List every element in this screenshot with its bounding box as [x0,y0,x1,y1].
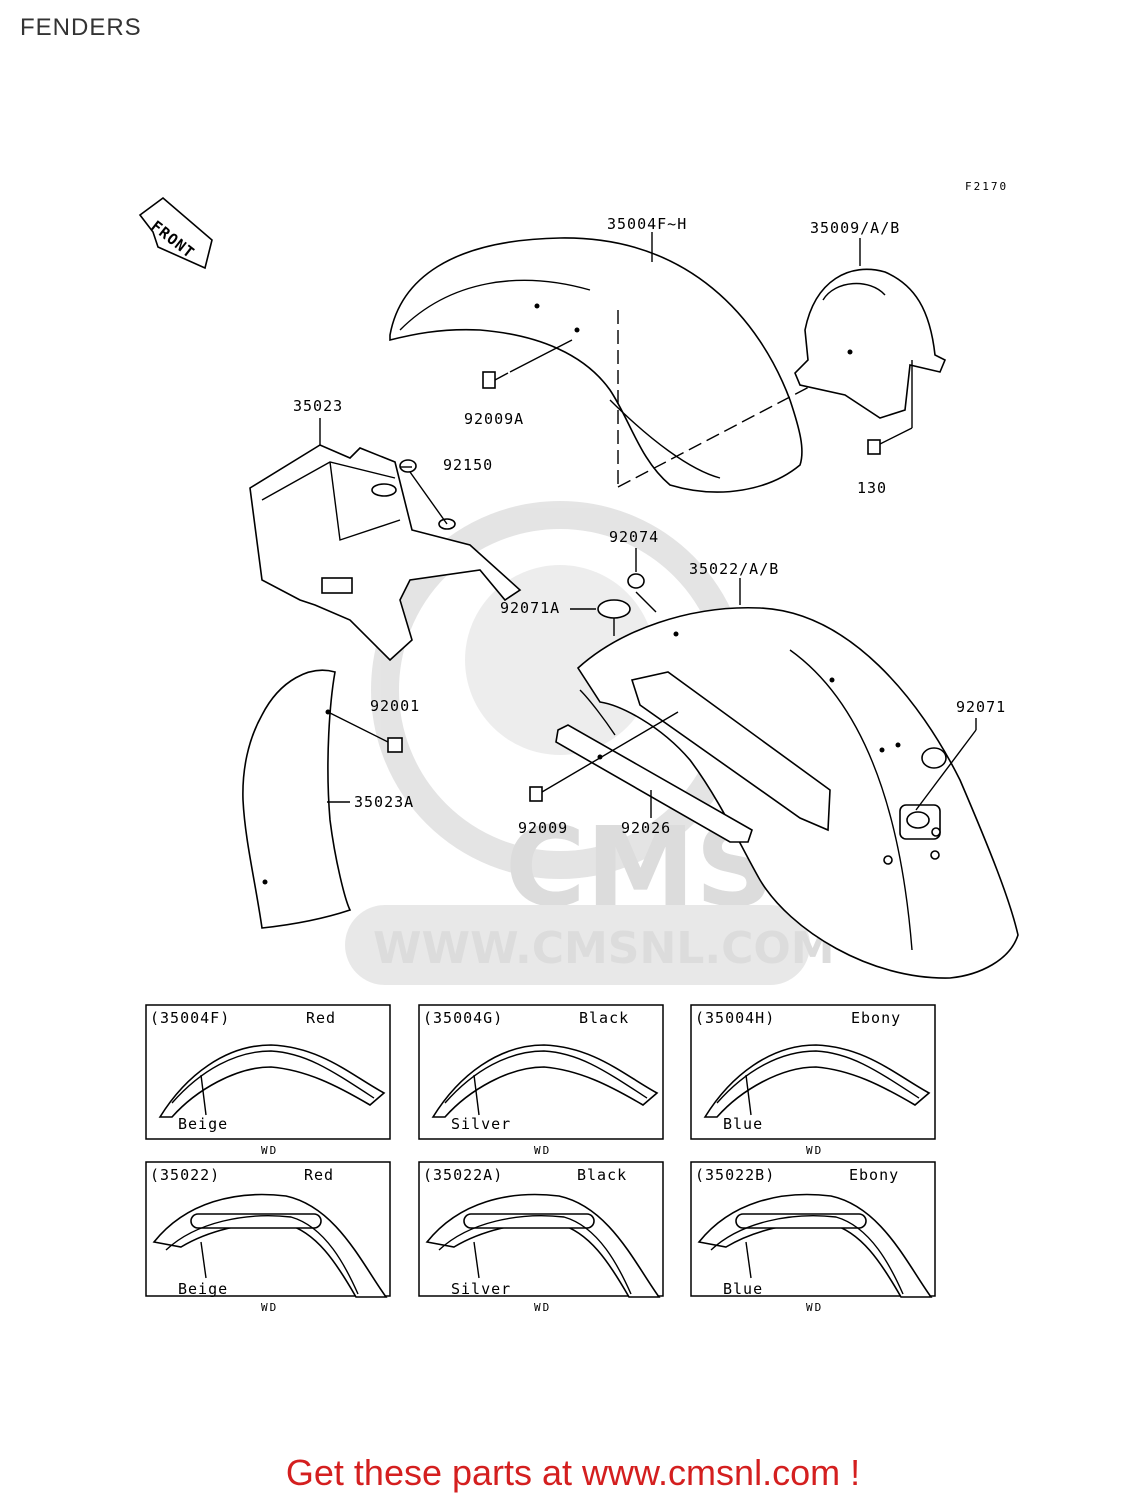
variant-note: WD [261,1301,278,1314]
fender-bracket [794,268,947,419]
callout-92009: 92009 [518,819,568,837]
callout-35004: 35004F~H [607,215,687,233]
front-arrow: FRONT [138,196,213,270]
callout-92009A: 92009A [464,410,524,428]
variant-code: (35004G) [423,1009,503,1027]
variant-fender-shape [431,1044,659,1118]
variant-note: WD [806,1301,823,1314]
inner-fender [242,669,352,929]
callout-92074: 92074 [609,528,659,546]
variant-fender-shape [158,1044,386,1118]
variant-bottom-color: Blue [723,1115,763,1133]
battery-case [249,444,522,662]
bolt-92009 [529,711,679,802]
variant-top-color: Red [306,1009,336,1027]
bolt-130 [867,360,913,455]
variant-top-color: Ebony [851,1009,901,1027]
variant-top-color: Black [579,1009,629,1027]
bolt-92001 [327,711,403,753]
variant-stripe [438,1215,632,1295]
variant-stripe [171,1050,375,1104]
variant-frame [145,1004,391,1140]
callout-130: 130 [857,479,887,497]
variant-note: WD [534,1301,551,1314]
variant-note: WD [261,1144,278,1157]
variant-bottom-color: Beige [178,1280,228,1298]
variant-note: WD [806,1144,823,1157]
variant-leader [200,1074,207,1116]
variant-stripe [444,1050,648,1104]
variant-fender-shape [703,1044,931,1118]
variant-grid: (35004F)RedBeigeWD(35004G)BlackSilverWD(… [145,1004,936,1314]
variant-code: (35022B) [695,1166,775,1184]
footer-link[interactable]: Get these parts at www.cmsnl.com ! [285,1452,861,1493]
callout-35022: 35022/A/B [689,560,779,578]
variant-note: WD [534,1144,551,1157]
rear-fender [576,606,1019,979]
bolt-92009A [482,339,573,389]
washers [399,459,947,769]
callout-92026: 92026 [621,819,671,837]
variant-bottom-color: Silver [451,1280,511,1298]
variant-top-color: Red [304,1166,334,1184]
variant-leader [745,1241,752,1279]
variant-stripe [710,1215,904,1295]
variant-bottom-color: Beige [178,1115,228,1133]
variant-leader [200,1241,207,1279]
variant-leader [473,1074,480,1116]
variant-code: (35022A) [423,1166,503,1184]
variant-code: (35022) [150,1166,220,1184]
variant-stay [463,1213,595,1229]
leader-lines [319,232,977,818]
variant-stripe [716,1050,920,1104]
variant-bottom-color: Blue [723,1280,763,1298]
variant-stay [190,1213,322,1229]
watermark-url-pill [345,905,810,985]
variant-code: (35004F) [150,1009,230,1027]
variant-bottom-color: Silver [451,1115,511,1133]
watermark-url: WWW.CMSNL.COM [373,923,835,974]
callout-35009: 35009/A/B [810,219,900,237]
callout-92150: 92150 [443,456,493,474]
callout-92071: 92071 [956,698,1006,716]
callout-92071A: 92071A [500,599,560,617]
variant-top-color: Black [577,1166,627,1184]
callout-92001: 92001 [370,697,420,715]
callout-35023: 35023 [293,397,343,415]
variant-stay [735,1213,867,1229]
page-title: FENDERS [20,14,142,41]
figure-code: F2170 [965,180,1008,193]
variant-top-color: Ebony [849,1166,899,1184]
variant-code: (35004H) [695,1009,775,1027]
variant-stripe [165,1215,359,1295]
variant-leader [745,1074,752,1116]
callout-35023A: 35023A [354,793,414,811]
front-fender [389,237,871,493]
variant-leader [473,1241,480,1279]
